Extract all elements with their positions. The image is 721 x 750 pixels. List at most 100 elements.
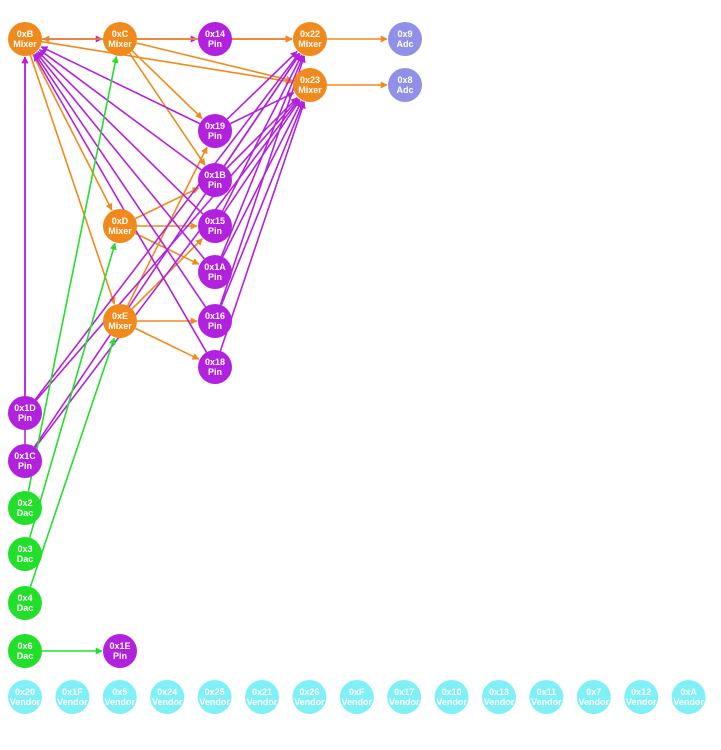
edge-0x18-to-0x23 [219,101,306,352]
node-circle [624,680,659,714]
node-circle [8,396,42,430]
node-circle [293,68,327,102]
node-circle [8,444,42,478]
edge-0x1B-to-0xB [38,49,202,171]
edge-0xB-to-0xD [31,53,113,211]
edge-0x16-to-0x22 [219,55,306,306]
node-id-label: 0x19 [205,121,225,131]
node-circle [103,304,137,338]
edge-0x19-to-0x22 [226,50,298,120]
node-circle [198,304,232,338]
node-circle [103,22,137,56]
node-id-label: 0x1B [204,170,226,180]
node-circle [434,680,469,714]
node-circle [388,22,422,56]
node-type-label: Adc [396,39,413,49]
node-circle [198,22,232,56]
node-circle [8,491,42,525]
node-type-label: Pin [208,39,222,49]
node-circle [198,255,232,289]
node-id-label: 0x5 [112,687,127,697]
node-type-label: Dac [17,651,34,661]
node-id-label: 0x4 [17,593,32,603]
node-type-label: Adc [396,85,413,95]
node-type-label: Pin [18,413,32,423]
node-id-label: 0x26 [299,687,319,697]
node-id-label: 0xD [112,216,129,226]
node-id-label: 0x25 [205,687,225,697]
node-type-label: Vendor [484,697,515,707]
node-type-label: Mixer [108,39,132,49]
node-id-label: 0x1C [14,451,36,461]
node-circle [482,680,516,714]
node-type-label: Vendor [673,697,704,707]
node-type-label: Vendor [199,697,230,707]
node-type-label: Mixer [108,226,132,236]
node-circle [292,680,327,714]
node-id-label: 0x16 [205,311,225,321]
node-type-label: Vendor [247,697,278,707]
node-type-label: Mixer [13,39,37,49]
edge-0x15-to-0x22 [221,54,303,212]
node-id-label: 0x1D [14,403,36,413]
node-type-label: Vendor [579,697,610,707]
node-type-label: Vendor [626,697,657,707]
node-id-label: 0x14 [205,29,225,39]
nodes-layer: 0xBMixer0xCMixer0x14Pin0x22Mixer0x9Adc0x… [8,22,706,714]
node-type-label: Vendor [10,697,41,707]
node-id-label: 0x24 [157,687,177,697]
edge-0x15-to-0xB [37,51,204,215]
node-circle [198,163,232,197]
edges-layer [21,35,388,655]
edge-0x1A-to-0xB [35,52,205,260]
edge-0x1C-to-0x22 [33,53,301,448]
node-id-label: 0xE [112,311,128,321]
node-circle [8,537,42,571]
node-id-label: 0x2 [17,498,32,508]
edge-0x1D-to-0x22 [34,52,300,400]
node-type-label: Pin [18,461,32,471]
edge-0x16-to-0xB [34,53,207,308]
node-id-label: 0x20 [15,687,35,697]
node-id-label: 0x23 [300,75,320,85]
node-id-label: 0x1E [109,641,130,651]
node-circle [8,22,42,56]
node-type-label: Dac [17,554,34,564]
edge-0x1A-to-0x22 [220,55,305,257]
node-type-label: Pin [208,272,222,282]
node-circle [339,680,374,714]
node-type-label: Pin [208,321,222,331]
node-type-label: Mixer [298,39,322,49]
edge-0xB-to-0xE [29,54,116,305]
node-type-label: Pin [208,367,222,377]
node-type-label: Vendor [105,697,136,707]
edge-0x18-to-0xB [33,53,208,353]
node-id-label: 0x9 [397,29,412,39]
node-id-label: 0x10 [442,687,462,697]
